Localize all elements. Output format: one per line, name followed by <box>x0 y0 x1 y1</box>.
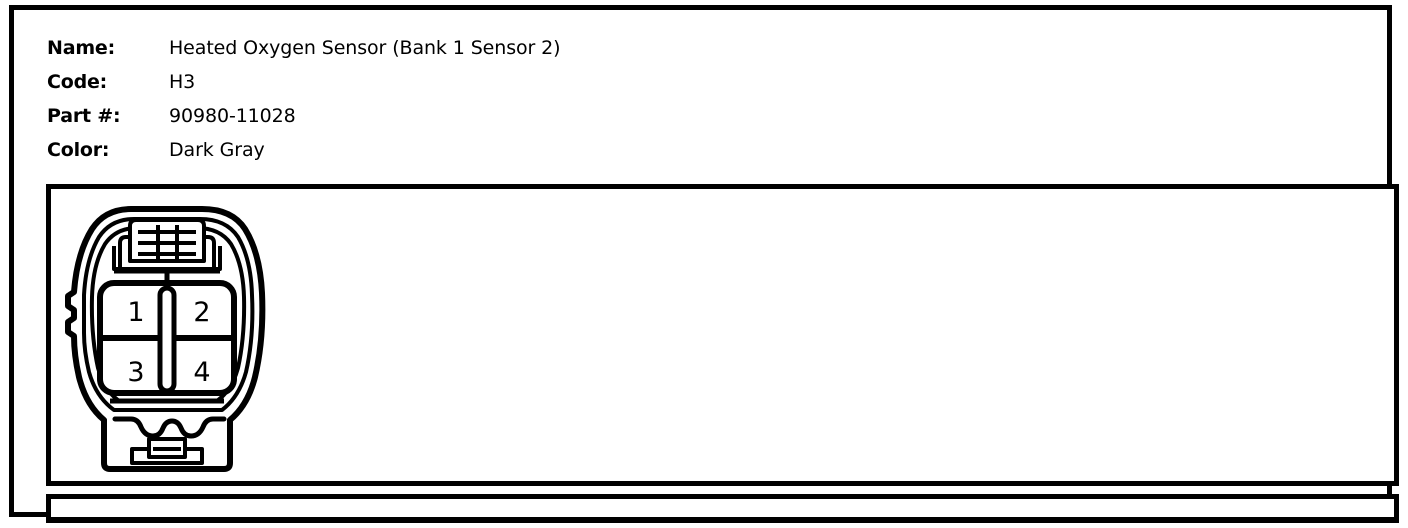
info-label-color: Color: <box>47 139 110 161</box>
info-row-part-number: Part #: 90980-11028 <box>47 99 1401 133</box>
info-row-name: Name: Heated Oxygen Sensor (Bank 1 Senso… <box>47 31 1401 65</box>
pin-number-1: 1 <box>127 297 144 328</box>
connector-info-block: Name: Heated Oxygen Sensor (Bank 1 Senso… <box>28 20 1401 182</box>
info-value-code: H3 <box>169 71 196 93</box>
info-label-part-number: Part #: <box>47 105 121 127</box>
outer-frame: Name: Heated Oxygen Sensor (Bank 1 Senso… <box>9 5 1399 523</box>
connector-outer-shell <box>65 206 266 472</box>
connector-diagram-box: 1 2 3 4 <box>46 184 1399 486</box>
pin-number-2: 2 <box>193 297 210 328</box>
info-row-code: Code: H3 <box>47 65 1401 99</box>
connector-drawing: 1 2 3 4 <box>54 191 284 479</box>
info-value-name: Heated Oxygen Sensor (Bank 1 Sensor 2) <box>169 37 561 59</box>
info-label-code: Code: <box>47 71 108 93</box>
connector-shell-ring-2 <box>82 217 255 412</box>
info-label-name: Name: <box>47 37 116 59</box>
bottom-empty-strip <box>46 494 1399 523</box>
connector-keyway-rib <box>157 285 177 394</box>
info-value-color: Dark Gray <box>169 139 265 161</box>
connector-face-view-icon: 1 2 3 4 <box>65 206 266 472</box>
pin-number-3: 3 <box>127 357 144 388</box>
pin-number-4: 4 <box>193 357 210 388</box>
info-value-part-number: 90980-11028 <box>169 105 296 127</box>
info-row-color: Color: Dark Gray <box>47 133 1401 167</box>
connector-bottom-scallop <box>112 416 227 439</box>
